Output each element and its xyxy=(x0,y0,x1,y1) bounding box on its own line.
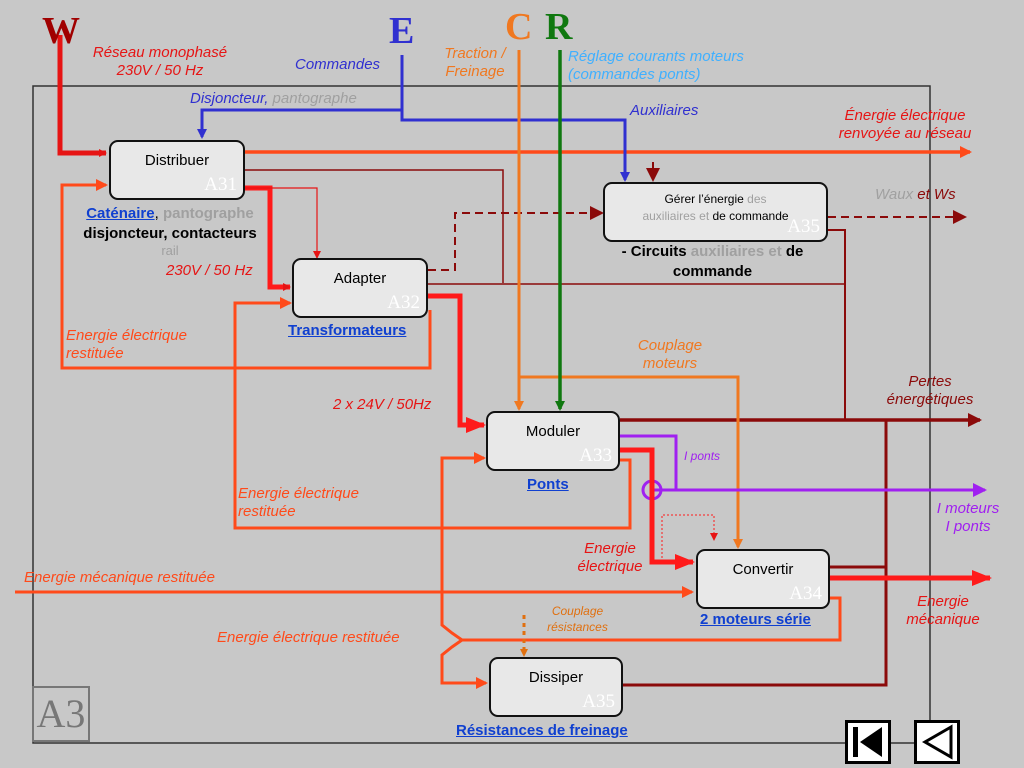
label-traction: Traction /Freinage xyxy=(444,45,506,80)
box-dissiper-code: A35 xyxy=(582,691,615,712)
mech-ponts[interactable]: Ponts xyxy=(527,476,569,493)
label-restituee-3: Energie électrique restituée xyxy=(217,629,400,646)
box-gerer-name: Gérer l’énergie des auxiliaires et de co… xyxy=(642,192,789,223)
label-auxiliaires: Auxiliaires xyxy=(630,102,699,119)
line-distribuer-losses xyxy=(245,169,504,283)
arrow-restituee-2 xyxy=(233,297,632,530)
arrow-w-input xyxy=(57,35,107,157)
label-reglage: Réglage courants moteurs(commandes ponts… xyxy=(568,48,744,83)
box-moduler-code: A33 xyxy=(579,445,612,466)
box-adapter[interactable]: Adapter A32 xyxy=(292,258,428,318)
first-page-icon xyxy=(853,727,882,757)
letter-e: E xyxy=(389,10,415,52)
arrow-dashed-gerer xyxy=(428,206,604,271)
box-distribuer-code: A31 xyxy=(204,174,237,195)
prev-page-icon xyxy=(921,724,953,760)
letter-r: R xyxy=(545,6,573,48)
label-waux: Waux et Ws xyxy=(875,186,956,203)
nav-prev-button[interactable] xyxy=(914,720,960,764)
mech-moteurs[interactable]: 2 moteurs série xyxy=(700,611,811,628)
box-dissiper-name: Dissiper xyxy=(528,669,584,686)
line-gerer-losses xyxy=(828,229,846,420)
line-dissiper-losses xyxy=(623,420,888,687)
nav-first-button[interactable] xyxy=(845,720,891,764)
arrow-commandes xyxy=(197,55,404,139)
box-moduler[interactable]: Moduler A33 xyxy=(486,411,620,471)
box-adapter-name: Adapter xyxy=(333,270,387,287)
box-gerer-code: A35 xyxy=(787,216,820,237)
box-convertir-code: A34 xyxy=(789,583,822,604)
arrow-adapter-moduler xyxy=(428,293,486,433)
label-i-ponts: I ponts xyxy=(684,449,721,463)
mech-distribuer: Caténaire, pantographe disjoncteur, cont… xyxy=(83,205,257,258)
mech-transformateurs[interactable]: Transformateurs xyxy=(288,322,407,339)
box-convertir-name: Convertir xyxy=(732,561,794,578)
box-distribuer-name: Distribuer xyxy=(144,152,210,169)
arrow-moduler-convertir xyxy=(620,447,695,570)
arrow-restituee-3 xyxy=(440,452,842,642)
arrow-auxiliaires xyxy=(400,110,630,182)
letter-w: W xyxy=(42,10,80,52)
label-230v: 230V / 50 Hz xyxy=(166,262,253,279)
box-gerer[interactable]: Gérer l’énergie des auxiliaires et de co… xyxy=(603,182,828,242)
box-moduler-name: Moduler xyxy=(525,423,581,440)
dotted-feedback xyxy=(661,514,718,562)
arrow-thin-adapter xyxy=(245,187,321,259)
label-disjoncteur: Disjoncteur, pantographe xyxy=(190,90,357,107)
box-convertir[interactable]: Convertir A34 xyxy=(696,549,830,609)
box-distribuer[interactable]: Distribuer A31 xyxy=(109,140,245,200)
letter-c: C xyxy=(505,6,533,48)
frame-label-a3: A3 xyxy=(32,686,90,742)
arrow-to-dissiper xyxy=(440,638,488,689)
label-commandes: Commandes xyxy=(295,56,381,73)
arrow-restituee-1 xyxy=(60,179,432,370)
mech-resistances[interactable]: Résistances de freinage xyxy=(456,722,628,739)
box-adapter-code: A32 xyxy=(387,292,420,313)
context-frame xyxy=(32,85,931,744)
box-dissiper[interactable]: Dissiper A35 xyxy=(489,657,623,717)
label-meca-restituee: Energie mécanique restituée xyxy=(24,569,215,586)
mech-circuits: - Circuits auxiliaires et de commande xyxy=(621,243,804,280)
label-2x24v: 2 x 24V / 50Hz xyxy=(333,396,432,413)
line-i-ponts xyxy=(620,434,678,490)
